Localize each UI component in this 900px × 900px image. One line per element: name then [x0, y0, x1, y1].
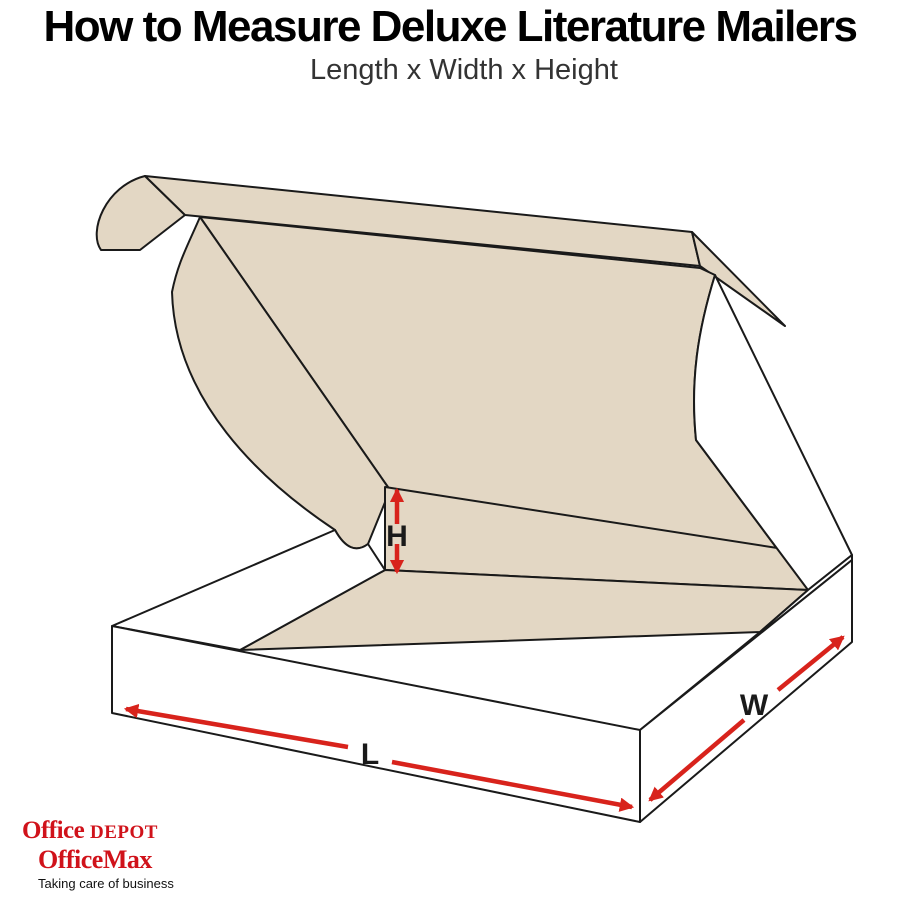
page-title: How to Measure Deluxe Literature Mailers	[43, 2, 858, 51]
office-depot-officemax-logo: Office DEPOT OfficeMax Taking care of bu…	[22, 817, 174, 892]
page-subtitle: Length x Width x Height	[310, 54, 618, 86]
length-arrow-left	[123, 703, 349, 750]
length-arrow-right	[391, 759, 635, 812]
lid-tuck-flap-right	[691, 231, 786, 327]
width-arrow-upper	[776, 635, 845, 692]
height-label: H	[386, 520, 408, 553]
width-label: W	[740, 689, 769, 722]
box-left-wall	[111, 529, 386, 651]
logo-tagline: Taking care of business	[38, 876, 174, 891]
logo-office-depot: Office DEPOT	[22, 817, 158, 844]
length-label: L	[361, 738, 379, 771]
logo-officemax: OfficeMax	[38, 845, 152, 874]
width-arrow-lower	[648, 718, 746, 802]
lid-right-side	[693, 274, 853, 591]
box-right-face	[639, 559, 853, 823]
